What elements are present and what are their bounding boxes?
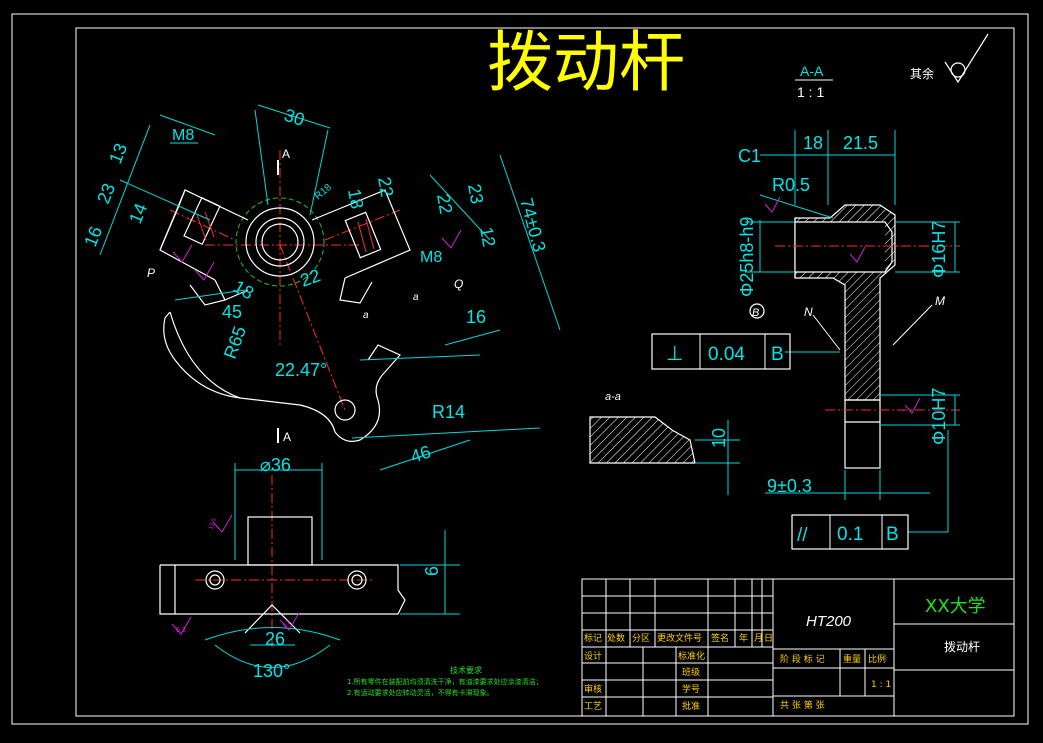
school-name: XX大学 (925, 596, 986, 617)
dim-14: 14 (125, 200, 151, 226)
dim-30: 30 (282, 105, 307, 130)
perp-value: 0.04 (708, 344, 745, 365)
inner-border (75, 27, 1015, 717)
ra-6-3: 6.3 (176, 627, 186, 634)
hdr-count: 处数 (607, 632, 625, 644)
stage-mark: 阶 段 标 记 (780, 653, 825, 665)
par-value: 0.1 (837, 524, 863, 545)
notes-title: 技术要求 (450, 665, 482, 675)
scale-value: 1 : 1 (871, 680, 891, 690)
section-label: A-A (800, 63, 824, 79)
outer-border (11, 13, 1029, 725)
dim-18: 18 (344, 187, 367, 210)
par-symbol: // (797, 525, 808, 546)
dim-phi16: Φ16H7 (929, 221, 949, 278)
row-craft: 工艺 (584, 701, 602, 712)
dim-130: 130° (253, 661, 290, 681)
dim-r0-5: R0.5 (772, 175, 810, 195)
sheets: 共 张 第 张 (780, 699, 825, 711)
row-std: 标准化 (678, 650, 705, 662)
hdr-month: 月 (754, 633, 763, 644)
hdr-change: 更改文件号 (657, 632, 702, 644)
section-view (745, 130, 960, 533)
dim-m8-left: M8 (172, 127, 194, 144)
row-design: 设计 (584, 650, 602, 662)
label-q: Q (454, 277, 463, 291)
dim-18-sec: 18 (803, 133, 823, 153)
dim-74: 74±0.3 (516, 196, 550, 254)
ra-3-2: 3.2 (282, 619, 293, 630)
dim-phi25: Φ25h8-h9 (737, 217, 757, 297)
dim-c1: C1 (738, 146, 761, 166)
ra-12-5: 12.5 (208, 517, 218, 531)
hdr-year: 年 (739, 632, 748, 644)
par-datum: B (886, 524, 899, 545)
row-batch: 批准 (682, 700, 700, 712)
perpendicularity-frame: ⊥ 0.04 B (651, 333, 791, 370)
row-review: 审核 (584, 683, 602, 695)
aa-section: 10 (589, 416, 740, 495)
label-m: M (935, 294, 945, 308)
dim-m8-right: M8 (420, 249, 442, 266)
perp-symbol: ⊥ (666, 343, 683, 365)
hdr-day: 日 (764, 633, 773, 644)
roughness-symbol (944, 33, 989, 84)
weight: 重量 (843, 653, 861, 665)
dim-22b: 22 (433, 192, 456, 215)
notes-line1: 1.所有零件在装配前均须清洗干净，有油漆要求处应涂漆清洁； (347, 677, 543, 686)
perp-datum: B (771, 344, 784, 365)
section-a-bottom: A (283, 430, 291, 444)
dim-r65: R65 (220, 323, 250, 361)
section-scale: 1 : 1 (797, 84, 824, 100)
notes-line2: 2.有运动要求处应转动灵活，不得有卡滞现象。 (347, 688, 494, 697)
section-dimensions: C1 18 21.5 R0.5 Φ25h8-h9 Φ16H7 B N M Φ10… (605, 133, 949, 496)
dim-22a: 22 (374, 175, 397, 198)
label-n: N (804, 305, 813, 319)
dim-13: 13 (105, 140, 131, 166)
dim-45: 45 (222, 302, 242, 322)
dim-16-left: 16 (80, 223, 106, 249)
dim-phi36: ⌀36 (260, 455, 291, 475)
drawing-title: 拨动杆 (487, 24, 685, 101)
dim-12: 12 (476, 225, 499, 248)
label-a1: a (363, 310, 369, 321)
hdr-mark: 标记 (584, 632, 602, 644)
label-a2: a (413, 292, 419, 303)
dim-46: 46 (408, 442, 433, 467)
top-view-dimensions: 30 M8 13 23 14 16 R18 18 22 22 23 12 74±… (80, 105, 550, 467)
row-num: 学号 (682, 683, 700, 695)
dim-26: 26 (265, 629, 285, 649)
label-a-a: a-a (605, 391, 621, 403)
hdr-sign: 签名 (711, 632, 729, 644)
title-block-text: HT200 XX大学 拨动杆 标记 处数 分区 更改文件号 签名 年 月 日 设… (584, 596, 986, 712)
dim-23-left: 23 (93, 180, 119, 206)
datum-b: B (752, 307, 759, 319)
title-block (581, 578, 1015, 717)
hdr-zone: 分区 (632, 633, 650, 644)
dim-16: 16 (466, 307, 486, 327)
dim-angle: 22.47° (275, 360, 327, 380)
dim-23-right: 23 (464, 182, 487, 205)
front-view-dimensions: ⌀36 9 26 130° 12.5 6.3 3.2 (176, 455, 441, 681)
dim-9-03: 9±0.3 (767, 476, 812, 496)
parallelism-frame: // 0.1 B (791, 514, 909, 550)
row-class: 班级 (682, 666, 700, 678)
scale-label: 比例 (868, 653, 886, 665)
dim-r14: R14 (432, 402, 465, 422)
front-view (159, 463, 460, 668)
dim-9: 9 (421, 566, 441, 576)
section-a-top: A (282, 147, 290, 161)
dim-18b: 18 (230, 276, 257, 303)
top-view (99, 104, 561, 471)
dim-phi10: Φ10H7 (929, 388, 949, 445)
roughness-note: 其余 (910, 66, 934, 81)
part-name: 拨动杆 (944, 640, 980, 654)
dim-21-5: 21.5 (843, 133, 878, 153)
material: HT200 (806, 613, 852, 630)
technical-notes: 技术要求 1.所有零件在装配前均须清洗干净，有油漆要求处应涂漆清洁； 2.有运动… (347, 665, 543, 697)
label-p: P (147, 266, 155, 280)
dim-10: 10 (709, 428, 729, 448)
